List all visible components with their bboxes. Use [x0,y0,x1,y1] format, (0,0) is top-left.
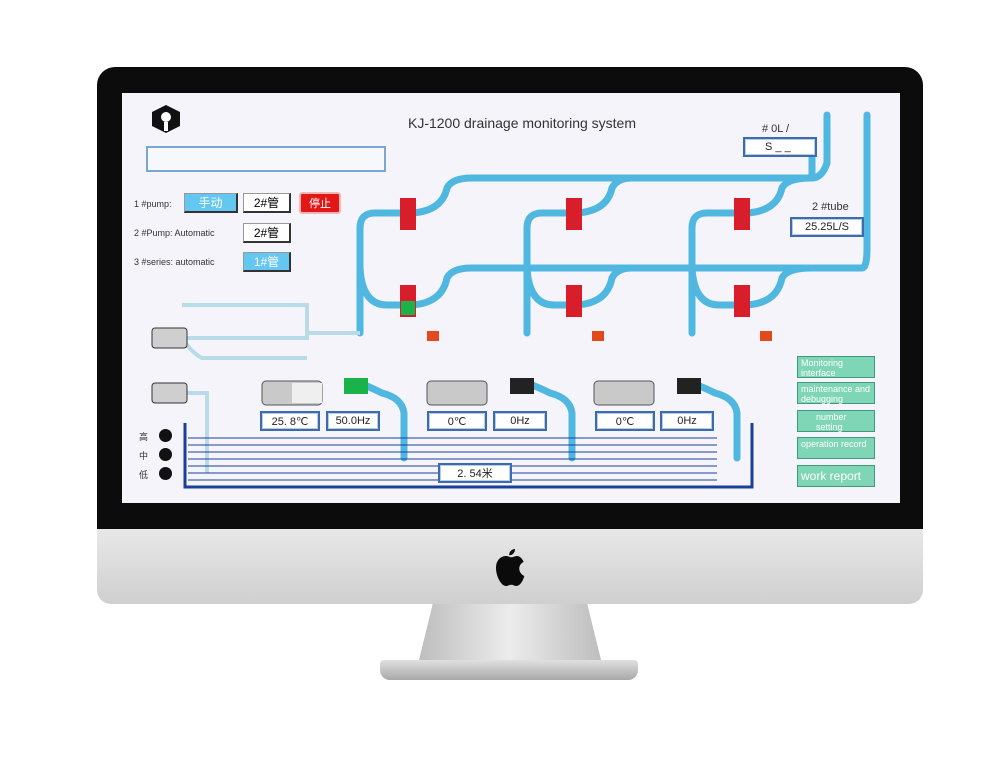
tank-level-readout: 2. 54米 [438,463,512,483]
valves [400,198,772,341]
pump1-freq-readout: 50.0Hz [326,411,380,431]
tube2-label: 2 #tube [812,201,849,213]
nav-operation-record-button[interactable]: operation record [797,437,875,459]
vacuum-pumps [151,327,188,404]
level-high-label: 高 [139,432,149,442]
message-bar [146,146,386,172]
apple-logo-icon [496,549,525,586]
pump3-label: 3 #series: automatic [134,257,215,267]
company-logo-icon [152,105,180,133]
pump1-mode-button[interactable]: 手动 [184,193,238,213]
nav-number-setting-button[interactable]: number setting [797,410,875,432]
pump3-temp-readout: 0℃ [595,411,655,431]
nav-maintenance-button[interactable]: maintenance and debugging [797,382,875,404]
pump3-freq-readout: 0Hz [660,411,714,431]
nav-work-report-button[interactable]: work report [797,465,875,487]
pump3-pipe-button[interactable]: 1#管 [243,252,291,272]
pipe-network [356,111,871,462]
aux-pipes [180,303,360,473]
pump2-pipe-button[interactable]: 2#管 [243,223,291,243]
pump2-freq-readout: 0Hz [493,411,547,431]
level-low-label: 低 [139,470,149,480]
tube2-flow-readout: 25.25L/S [790,217,864,237]
pump1-stop-button[interactable]: 停止 [299,192,341,214]
monitor-chin [97,529,923,604]
level-mid-label: 中 [139,451,149,461]
page-title: KJ-1200 drainage monitoring system [407,115,636,131]
pump-motors [261,378,701,406]
tube1-label: # 0L / [762,123,790,135]
pump1-temp-readout: 25. 8℃ [260,411,320,431]
pump1-label: 1 #pump: [134,199,172,209]
tube1-flow-readout: S _ _ [743,137,817,157]
monitor-stand-neck [418,604,602,664]
monitor-stand-base [380,660,638,680]
level-low-indicator [159,467,172,480]
nav-monitoring-interface-button[interactable]: Monitoring interface [797,356,875,378]
pump1-pipe-button[interactable]: 2#管 [243,193,291,213]
pump2-label: 2 #Pump: Automatic [134,228,215,238]
level-mid-indicator [159,448,172,461]
pump2-temp-readout: 0℃ [427,411,487,431]
level-high-indicator [159,429,172,442]
screen: KJ-1200 drainage monitoring system 1 #pu… [122,93,900,503]
